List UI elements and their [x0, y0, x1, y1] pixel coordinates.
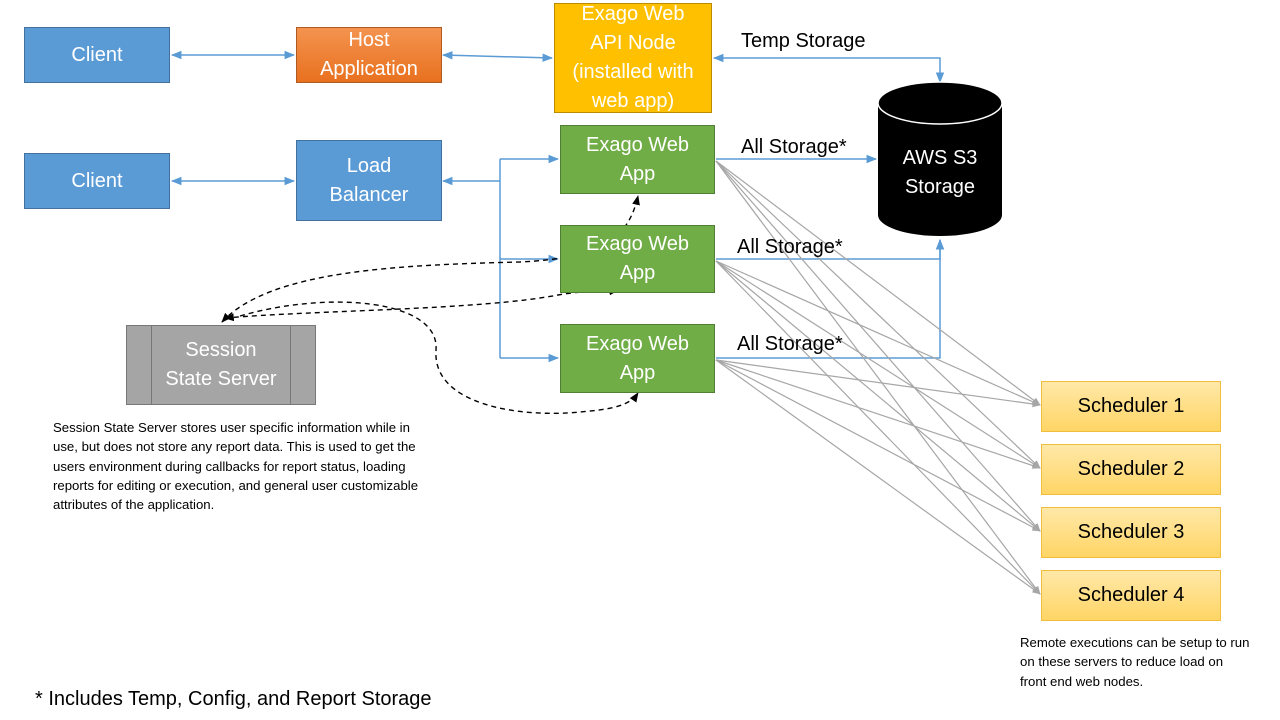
session-state-server-right-bar	[290, 326, 291, 404]
footnote: * Includes Temp, Config, and Report Stor…	[35, 688, 432, 710]
edge-host-api	[441, 51, 554, 62]
web-app-3-box: Exago Web App	[560, 324, 715, 393]
aws-storage-cylinder	[877, 81, 1003, 236]
client-top-box: Client	[24, 27, 170, 83]
client-bottom-box: Client	[24, 153, 170, 209]
scheduler-connectors	[715, 160, 1041, 595]
edge-session-app2	[224, 287, 619, 322]
remote-exec-note: Remote executions can be setup to run on…	[1020, 635, 1250, 689]
all-storage-label-2: All Storage*	[737, 236, 843, 258]
edge-app3-storage	[716, 238, 945, 359]
scheduler-1-box: Scheduler 1	[1041, 381, 1221, 432]
session-state-note: Session State Server stores user specifi…	[53, 420, 419, 513]
scheduler-3-box: Scheduler 3	[1041, 507, 1221, 558]
session-state-server-left-bar	[151, 326, 152, 404]
host-application-box: Host Application	[296, 27, 442, 83]
session-state-server-box: Session State Server	[126, 325, 316, 405]
all-storage-label-3: All Storage*	[737, 333, 843, 355]
edge-session-app3	[239, 301, 639, 415]
aws-storage-label: AWS S3 Storage	[902, 147, 978, 198]
scheduler-2-box: Scheduler 2	[1041, 444, 1221, 495]
all-storage-label-1: All Storage*	[741, 136, 847, 158]
load-balancer-box: Load Balancer	[296, 140, 442, 221]
edge-lb-apps	[443, 159, 501, 358]
web-app-2-box: Exago Web App	[560, 225, 715, 293]
api-node-box: Exago Web API Node (installed with web a…	[554, 3, 712, 113]
scheduler-4-box: Scheduler 4	[1041, 570, 1221, 621]
temp-storage-label: Temp Storage	[741, 30, 866, 52]
session-state-server-label: Session State Server	[165, 339, 277, 390]
web-app-1-box: Exago Web App	[560, 125, 715, 194]
edge-api-storage	[712, 53, 945, 84]
